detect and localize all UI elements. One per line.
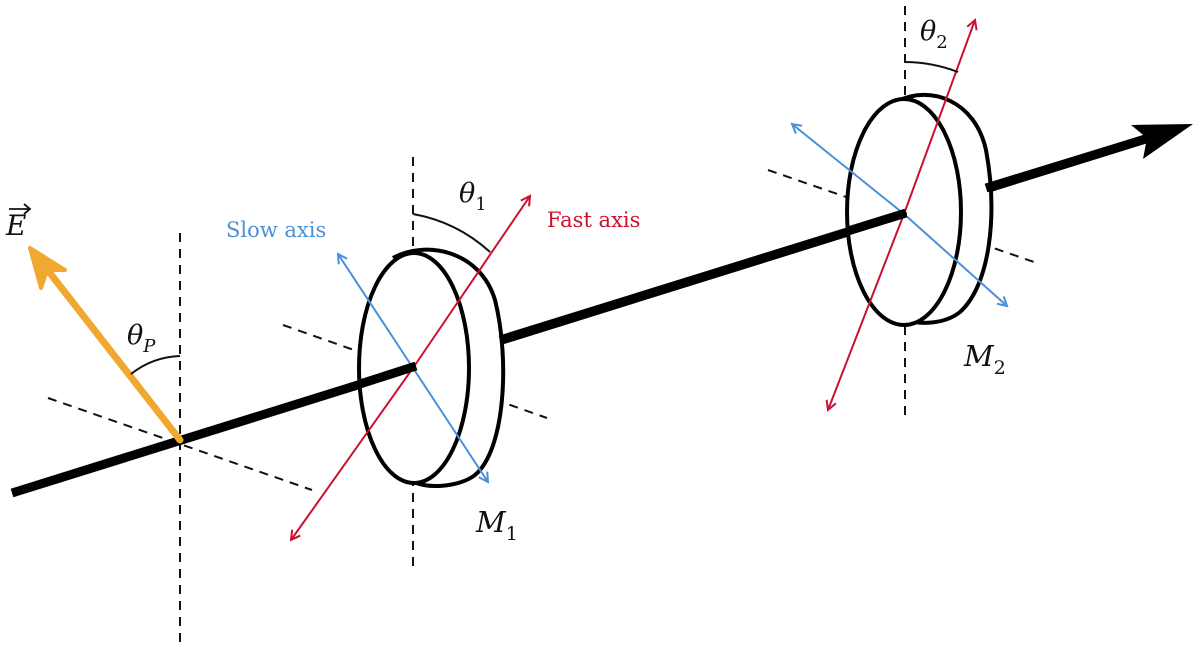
beam-after-m1: [498, 223, 862, 345]
m2-fast-axis: [903, 20, 975, 215]
m2-slow-axis-lower: [903, 213, 1007, 306]
slow-axis-label: Slow axis: [226, 218, 326, 242]
m1-fast-axis: [412, 196, 530, 369]
beam-through-m2: [846, 208, 908, 236]
e-vector-shaft: [42, 264, 184, 444]
beam-through-m1: [358, 361, 418, 389]
e-field-label: E: [5, 209, 26, 242]
theta-2-label: θ2: [920, 16, 948, 53]
labels: E θP θ1 θ2 M1 M2 Slow axis Fast axis: [5, 16, 1006, 545]
m1-center-point: [410, 365, 416, 371]
polarizer-reference: [47, 233, 313, 646]
theta-p-label: θP: [127, 320, 156, 357]
waveplate-m2: [767, 6, 1035, 420]
beam-after-m2: [984, 132, 1154, 193]
m1-label: M1: [475, 505, 518, 545]
m2-center-point: [901, 211, 907, 217]
polarization-vector: [28, 246, 184, 444]
theta-1-angle-arc: [412, 213, 491, 253]
vector-arrow-icon: [9, 203, 32, 215]
m2-label: M2: [963, 339, 1006, 379]
fast-axis-label: Fast axis: [547, 208, 640, 232]
arrow-right-icon: [1131, 124, 1193, 159]
arrow-up-left-icon: [28, 246, 67, 290]
m2-slow-axis: [792, 124, 905, 215]
theta-p-angle-arc: [130, 355, 181, 375]
m1-slow-axis-lower: [412, 367, 488, 482]
m1-fast-axis-lower: [291, 367, 414, 540]
m2-fast-axis-lower: [828, 213, 905, 410]
polarizer-transverse-guide: [47, 397, 313, 491]
m1-slow-axis: [338, 254, 414, 369]
theta-1-label: θ1: [459, 178, 487, 215]
theta-2-angle-arc: [903, 61, 959, 73]
